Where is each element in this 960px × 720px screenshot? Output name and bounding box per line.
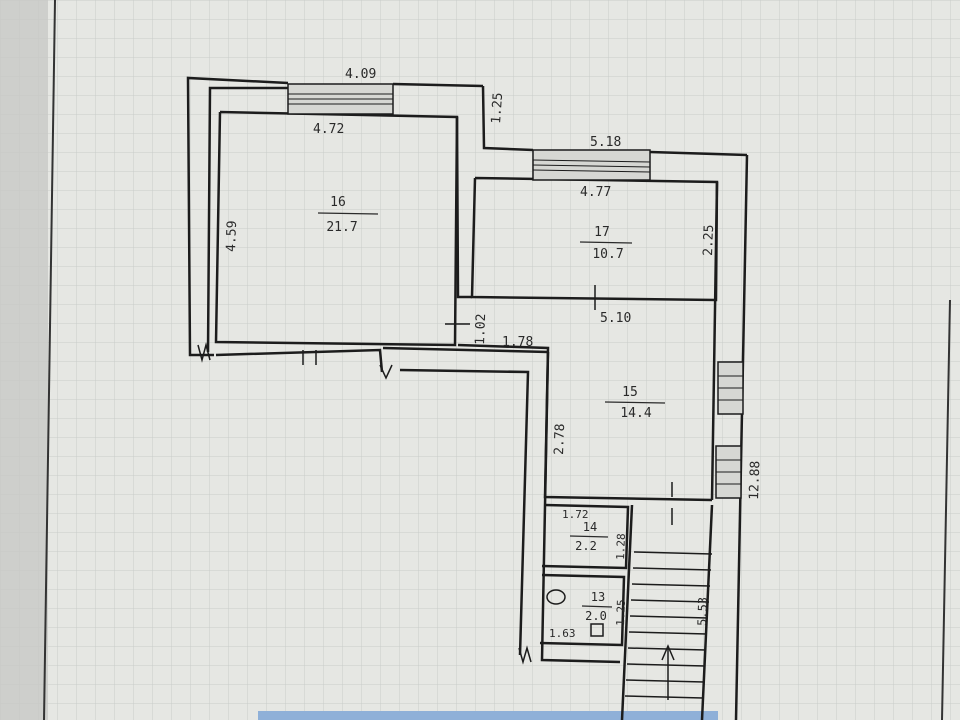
dim-room14-width: 1.72 (562, 508, 589, 521)
room17-number: 17 (594, 225, 610, 240)
dim-inner-top-right: 4.77 (580, 185, 611, 200)
dim-inner-top-left: 4.72 (313, 122, 344, 137)
dim-left-height: 4.59 (224, 220, 240, 252)
wall-top-left (186, 76, 289, 357)
dim-room13-height: 1.25 (614, 599, 628, 626)
dim-outer-top-right: 5.18 (590, 135, 621, 150)
room17-area: 10.7 (592, 247, 623, 262)
window-glazing (288, 93, 743, 485)
partition-16-17 (455, 116, 472, 299)
left-shadow (0, 0, 48, 720)
dim-corridor-width: 5.10 (600, 311, 631, 326)
dim-stair-length: 5.53 (695, 597, 710, 626)
dim-step-height: 1.25 (489, 92, 506, 124)
dim-right-total: 12.88 (747, 460, 763, 500)
dim-room15-top: 1.78 (502, 335, 533, 350)
walls (186, 76, 749, 720)
corridor-wall (215, 348, 384, 373)
wall-right-outer (734, 154, 749, 720)
inner-wall-a (382, 346, 549, 354)
room14-area: 2.2 (575, 539, 597, 553)
room16-number: 16 (330, 195, 346, 210)
room15-number: 15 (622, 385, 638, 400)
stairs (624, 551, 713, 700)
dimension-labels: 4.09 4.72 4.59 1.25 5.18 4.77 2.25 5.10 … (224, 67, 763, 640)
inner-wall-c (540, 351, 621, 664)
blue-strip (258, 711, 718, 720)
wall-top-left-inner (206, 86, 288, 353)
dim-room15-side: 2.78 (552, 423, 568, 455)
inner-wall-b (399, 368, 530, 656)
room16-area: 21.7 (326, 220, 357, 235)
room13-area: 2.0 (585, 609, 607, 623)
dim-room13-width: 1.63 (549, 627, 576, 640)
door-symbol-1 (197, 342, 211, 363)
door-symbol-3 (518, 645, 532, 665)
dim-room14-height: 1.28 (614, 533, 628, 560)
dim-door-gap: 1.02 (473, 313, 489, 345)
wall-top-right (649, 150, 748, 157)
door-symbol-2 (379, 364, 393, 380)
wall-right-inner (710, 181, 719, 501)
left-margin-line (43, 0, 56, 720)
stair-arrowhead (661, 644, 675, 661)
dim-outer-top-left: 4.09 (345, 67, 376, 82)
room13-walls (539, 573, 626, 647)
wall-step (481, 85, 534, 152)
wall-top-between (392, 82, 484, 88)
room16-walls (214, 110, 459, 347)
room15-area: 14.4 (620, 406, 651, 421)
toilet-icon (546, 589, 566, 605)
stair-wall-left (620, 504, 634, 720)
room14-number: 14 (583, 520, 597, 534)
room-labels: 16 21.7 17 10.7 15 14.4 14 2.2 13 2.0 (317, 195, 666, 623)
room13-number: 13 (591, 590, 605, 604)
sink-icon (590, 623, 604, 637)
dim-room17-height: 2.25 (701, 224, 717, 256)
stair-wall-right (700, 504, 714, 720)
right-margin-line (941, 299, 951, 720)
room14-walls (541, 503, 630, 570)
fixtures (197, 285, 673, 665)
